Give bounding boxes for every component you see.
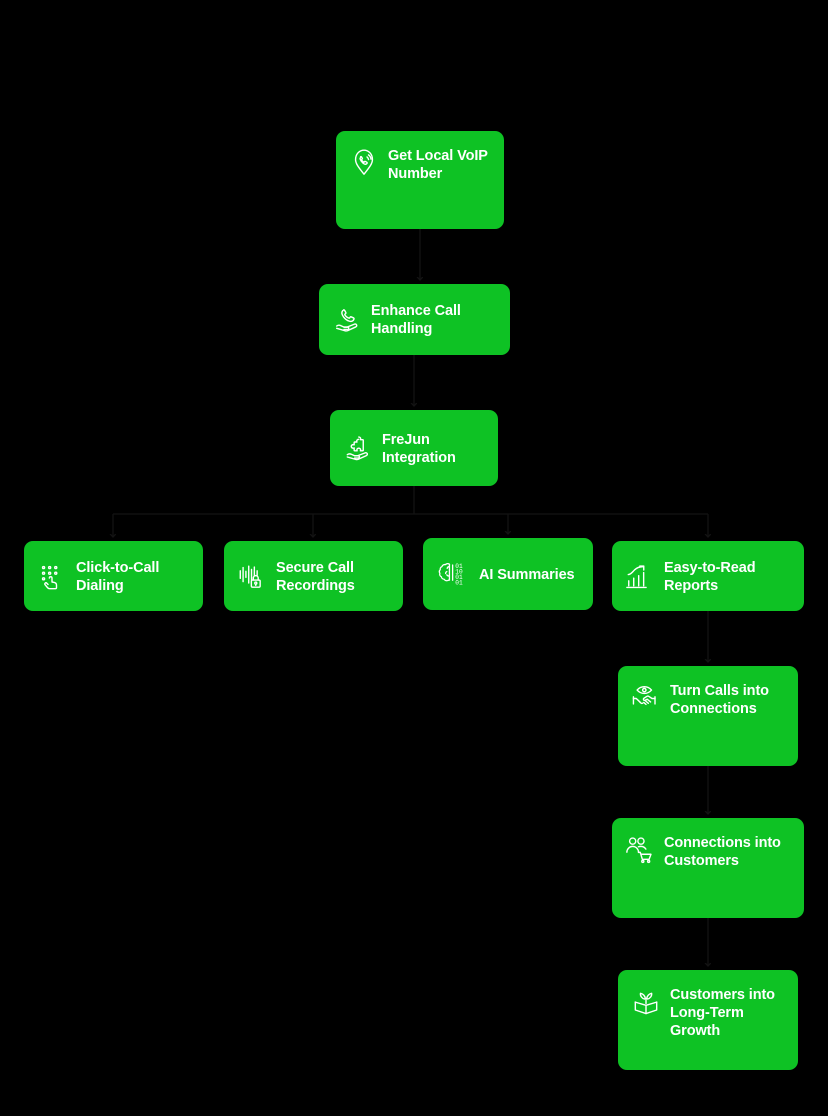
node-label: Easy-to-Read Reports	[664, 559, 756, 594]
node-label: Turn Calls into Connections	[670, 683, 769, 717]
node-label: Get Local VoIP Number	[388, 148, 488, 182]
svg-text:01: 01	[455, 574, 463, 581]
node-label: Secure Call Recordings	[276, 559, 355, 594]
svg-text:01: 01	[455, 579, 463, 586]
dialpad-pointer-icon	[37, 561, 67, 591]
node-label: AI Summaries	[479, 566, 575, 583]
sprout-box-icon	[631, 986, 661, 1016]
svg-text:10: 10	[455, 568, 463, 575]
node-secure-call-recordings[interactable]: Secure Call Recordings	[224, 541, 403, 611]
hand-holding-phone-icon	[332, 305, 362, 335]
node-click-to-call-dialing[interactable]: Click-to-Call Dialing	[24, 541, 203, 611]
brain-binary-icon: 01 10 01 01	[436, 559, 470, 589]
node-ai-summaries[interactable]: 01 10 01 01 AI Summaries	[423, 538, 593, 610]
node-get-local-voip-number[interactable]: Get Local VoIP Number	[336, 131, 504, 229]
node-label: Connections into Customers	[664, 835, 781, 869]
phone-location-pin-icon	[349, 147, 379, 177]
node-customers-into-long-term-growth[interactable]: Customers into Long-Term Growth	[618, 970, 798, 1070]
eye-handshake-icon	[631, 682, 661, 712]
node-turn-calls-into-connections[interactable]: Turn Calls into Connections	[618, 666, 798, 766]
node-label: Enhance Call Handling	[371, 303, 461, 337]
svg-text:01: 01	[455, 563, 463, 570]
node-label: Customers into Long-Term Growth	[670, 987, 775, 1039]
node-label: Click-to-Call Dialing	[76, 559, 160, 594]
bar-chart-arrow-icon	[625, 561, 655, 591]
node-label: FreJun Integration	[382, 431, 456, 466]
waveform-lock-icon	[237, 561, 267, 591]
node-connections-into-customers[interactable]: Connections into Customers	[612, 818, 804, 918]
users-cart-icon	[625, 834, 655, 864]
node-enhance-call-handling[interactable]: Enhance Call Handling	[319, 284, 510, 355]
hand-holding-puzzle-icon	[343, 433, 373, 463]
node-frejun-integration[interactable]: FreJun Integration	[330, 410, 498, 486]
node-easy-to-read-reports[interactable]: Easy-to-Read Reports	[612, 541, 804, 611]
